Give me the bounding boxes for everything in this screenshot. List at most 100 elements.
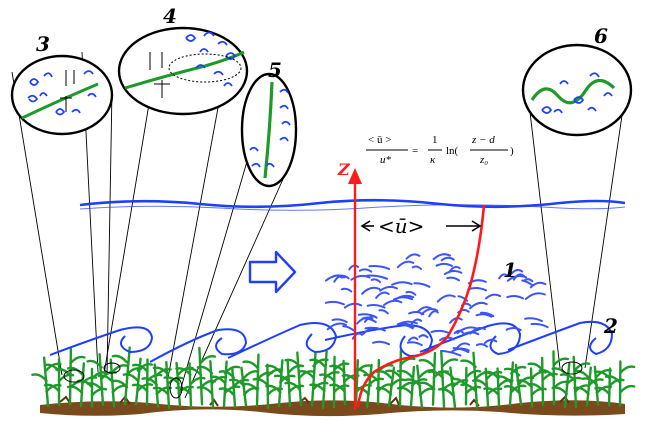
eddy-stroke	[529, 281, 547, 289]
eddy-stroke	[408, 311, 425, 316]
plant-leaf	[460, 359, 477, 369]
eddy-stroke	[436, 294, 456, 303]
plant-leaf	[495, 375, 513, 385]
eddy-stroke	[456, 326, 479, 335]
eddy-stroke	[378, 309, 389, 315]
eddy-stroke	[410, 318, 423, 326]
eddy-stroke	[340, 287, 353, 293]
callout-5	[240, 72, 298, 188]
eddy-stroke	[524, 317, 544, 323]
plant-leaf	[265, 384, 282, 394]
plant-leaf	[298, 370, 315, 379]
eq-coef-numerator: 1	[432, 134, 438, 146]
plant-leaf	[464, 369, 482, 379]
eddy-stroke	[401, 322, 415, 329]
plant-leaf	[55, 367, 72, 377]
eq-equals: =	[412, 145, 418, 157]
plant-leaf	[527, 362, 544, 372]
eddy-stroke	[432, 253, 452, 261]
eddy-stroke	[453, 329, 464, 335]
plant-leaf	[527, 382, 544, 392]
eddy-stroke	[416, 306, 433, 313]
plant-leaf	[618, 365, 636, 375]
eddy-stroke	[331, 318, 348, 324]
eddy-stroke	[440, 256, 455, 262]
velocity-profile	[356, 204, 486, 409]
log-law-equation: < ū > u* = 1 κ ln( z − d z₀ )	[366, 134, 514, 166]
plant-leaf	[141, 377, 158, 386]
plant-leaf	[252, 377, 269, 387]
eddy-stroke	[430, 329, 451, 335]
plant-leaf	[152, 366, 170, 376]
eddy-stroke	[368, 264, 391, 270]
plant-stem	[123, 346, 131, 406]
turbulent-eddies	[324, 253, 549, 357]
eq-arg-numerator: z − d	[471, 134, 495, 146]
eddy-stroke	[443, 270, 463, 276]
plant-leaf	[242, 360, 259, 370]
eq-lhs-denominator: u*	[380, 154, 392, 166]
plant-leaf	[618, 384, 636, 394]
plant-leaf	[333, 384, 350, 394]
plant-leaf	[573, 369, 590, 379]
plant-leaf	[441, 358, 459, 368]
eddy-stroke	[475, 343, 488, 348]
plant-leaf	[437, 387, 455, 397]
eddy-stroke	[512, 273, 525, 281]
plant-leaf	[132, 363, 149, 373]
eddy-stroke	[506, 295, 524, 300]
plant-leaf	[323, 370, 340, 380]
plant-leaf	[43, 383, 61, 393]
plant-leaf	[223, 385, 241, 395]
plant-leaf	[418, 381, 435, 391]
eddy-stroke	[498, 273, 509, 280]
eddy-stroke	[440, 349, 462, 357]
plant-leaf	[111, 384, 128, 394]
plant-leaf	[265, 364, 282, 374]
mean-velocity-arrow	[360, 220, 482, 232]
callout-6	[521, 43, 633, 137]
plant-leaf	[242, 370, 260, 379]
plant-leaf	[551, 386, 568, 396]
eddy-stroke	[372, 340, 390, 346]
plant-leaf	[483, 387, 500, 396]
eddy-stroke	[324, 300, 345, 306]
plant-leaf	[132, 383, 149, 393]
eddy-stroke	[510, 268, 524, 275]
label-4: 4	[163, 4, 177, 28]
plant-leaf	[309, 383, 326, 393]
flow-direction-arrow	[248, 250, 297, 294]
eddy-stroke	[467, 287, 488, 292]
plant-leaf	[509, 365, 527, 375]
eddy-stroke	[338, 274, 350, 280]
plant-leaf	[136, 383, 154, 392]
water-surface-shadow	[79, 204, 626, 211]
eq-close: )	[510, 145, 514, 157]
eddy-stroke	[391, 281, 413, 286]
cone-base-markers	[63, 361, 583, 399]
plant-leaf	[418, 358, 435, 368]
eddy-stroke	[428, 310, 439, 318]
plant-leaf	[136, 363, 154, 372]
eddy-stroke	[475, 313, 493, 318]
eddy-stroke	[397, 322, 414, 330]
eddy-stroke	[479, 311, 495, 318]
plant-leaf	[604, 375, 622, 384]
eddy-stroke	[435, 262, 453, 267]
plant-leaf	[218, 370, 236, 379]
plant-leaf	[530, 387, 547, 397]
plant-leaf	[97, 374, 114, 384]
plant-leaf	[385, 369, 402, 379]
label-2: 2	[604, 314, 618, 338]
plant-leaf	[399, 357, 416, 367]
plant-leaf	[503, 385, 521, 394]
eddy-stroke	[408, 336, 419, 342]
eq-lhs-numerator: < ū >	[368, 134, 391, 146]
plant-leaf	[418, 369, 436, 378]
plant-leaf	[427, 370, 445, 380]
eddy-stroke	[342, 325, 355, 332]
plant-leaf	[111, 379, 129, 389]
plant-leaf	[503, 367, 521, 377]
eddy-stroke	[455, 342, 471, 350]
